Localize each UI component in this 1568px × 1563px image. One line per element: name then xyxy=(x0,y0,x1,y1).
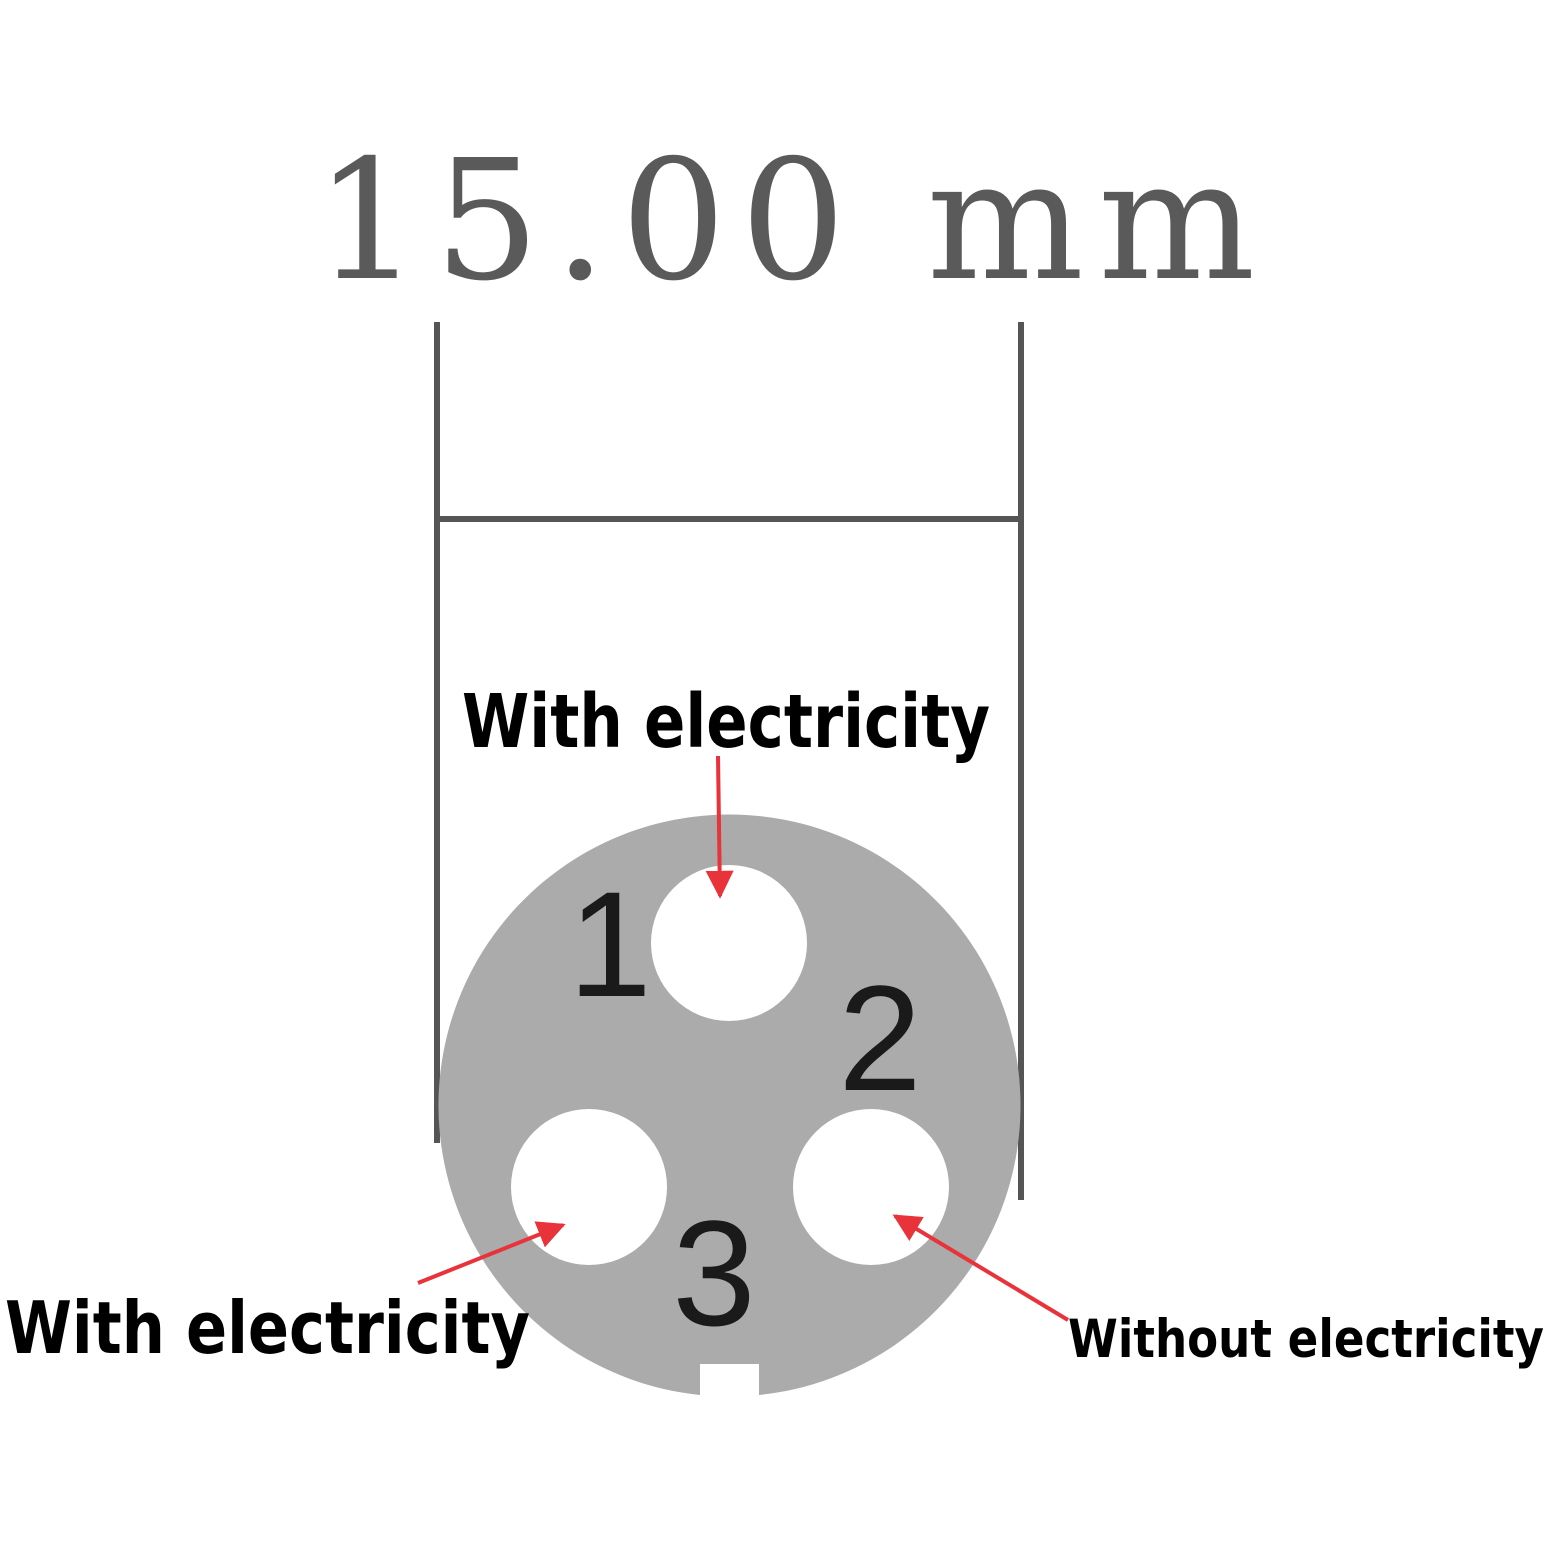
pin-number-2: 2 xyxy=(838,954,921,1122)
dimension-label: 15.00 mm xyxy=(315,125,1270,318)
pin-hole-1 xyxy=(651,865,807,1021)
callout-label-top: With electricity xyxy=(462,679,990,765)
pin-hole-3 xyxy=(511,1109,667,1265)
callout-label-left: With electricity xyxy=(5,1286,530,1370)
pin-number-3: 3 xyxy=(672,1189,755,1357)
callout-arrow-top xyxy=(705,755,734,899)
callout-arrow-right xyxy=(892,1214,1070,1322)
callout-label-right: Without electricity xyxy=(1068,1309,1544,1370)
callout-arrow-left xyxy=(417,1221,566,1285)
pin-hole-2 xyxy=(793,1109,949,1265)
dimension-lines xyxy=(434,322,1024,1200)
pin-number-1: 1 xyxy=(568,860,651,1028)
